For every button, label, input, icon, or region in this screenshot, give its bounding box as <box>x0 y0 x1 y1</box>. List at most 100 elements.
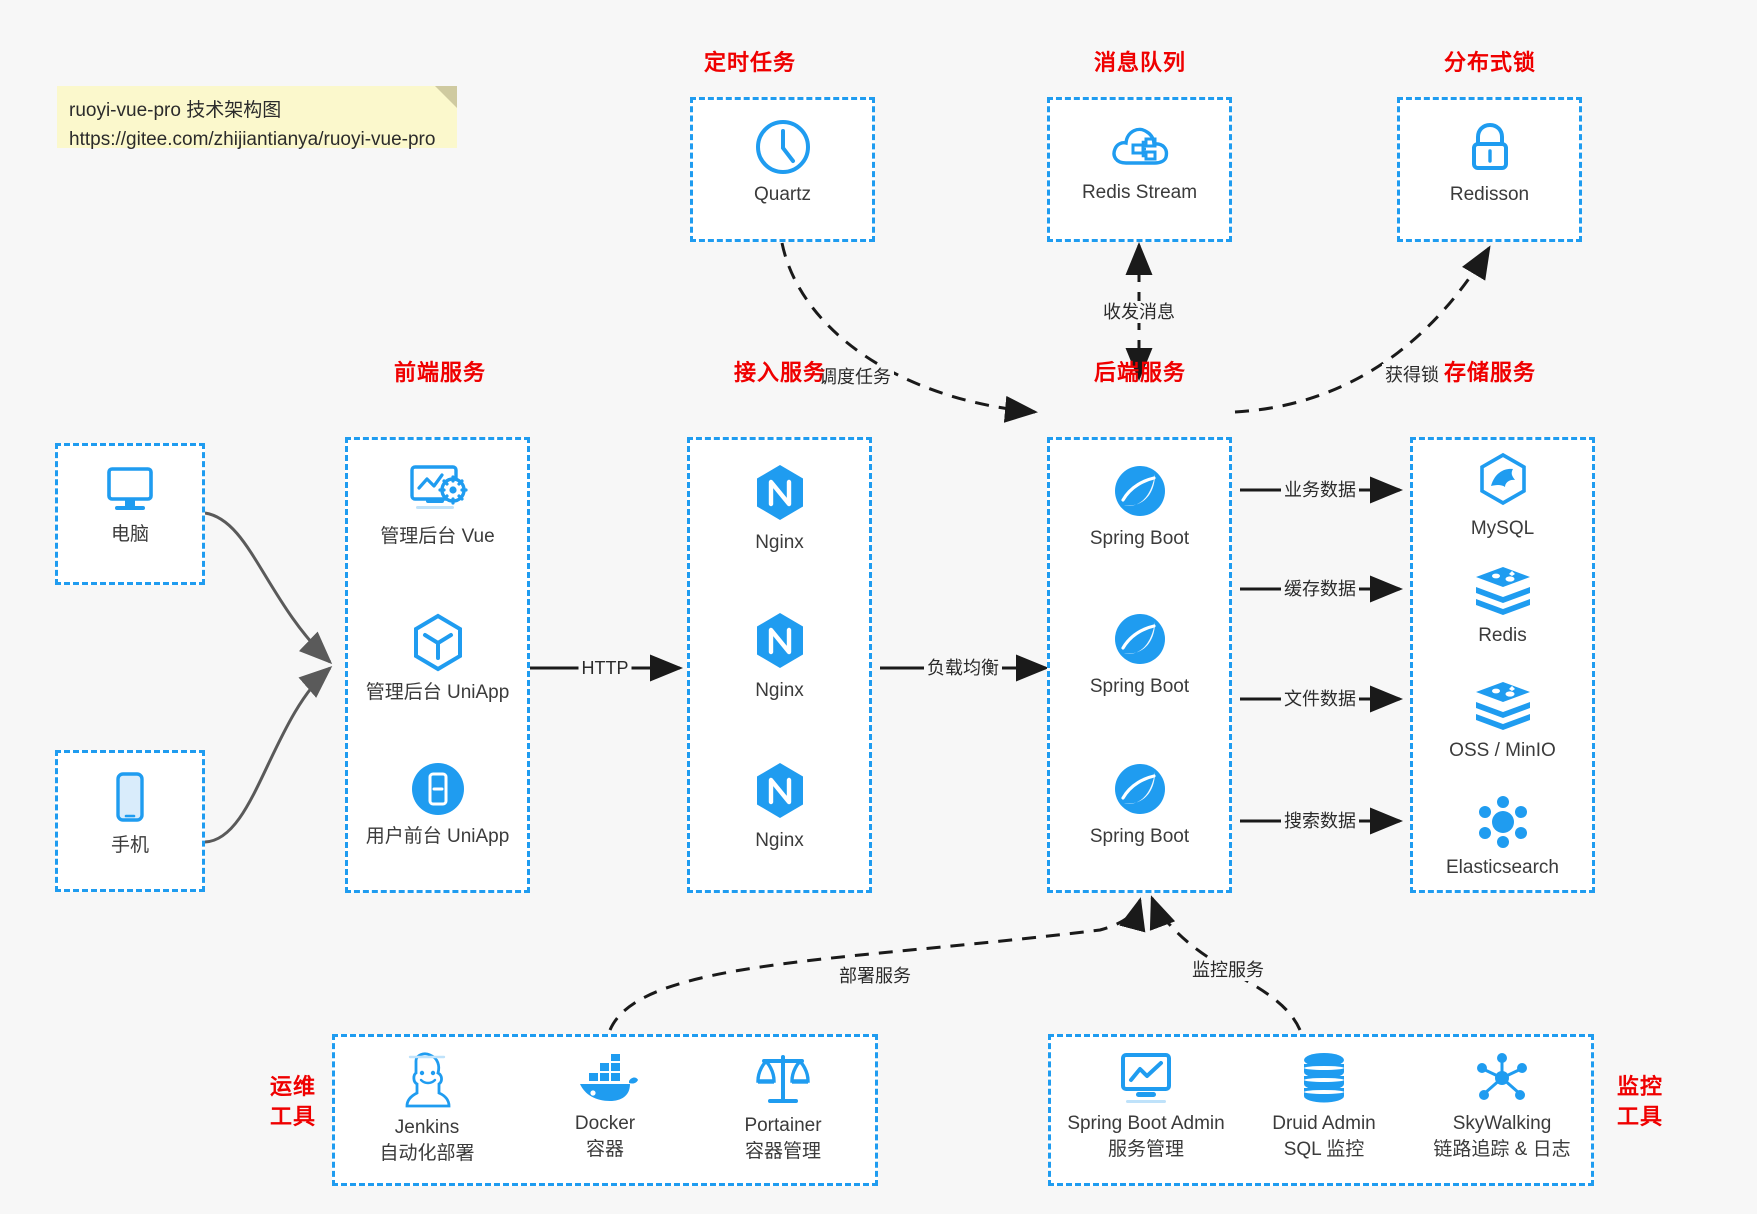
docker-icon <box>580 1054 638 1101</box>
node-jenkins[interactable]: Jenkins 自动化部署 <box>339 1051 515 1167</box>
dashboard-vue-icon <box>409 465 468 509</box>
group-label-frontend: 前端服务 <box>393 360 486 385</box>
node-label-main: Jenkins <box>394 1117 460 1138</box>
node-pc[interactable]: 电脑 <box>58 464 202 548</box>
node-nginx-2[interactable]: Nginx <box>690 610 869 704</box>
desktop-icon <box>107 467 153 510</box>
node-mobile[interactable]: 手机 <box>58 771 202 859</box>
group-storage: MySQL Redis OSS / MinIO <box>1410 437 1595 893</box>
node-label-main: Docker <box>574 1113 636 1134</box>
note-line-url: https://gitee.com/zhijiantianya/ruoyi-vu… <box>69 129 436 150</box>
node-admin-vue[interactable]: 管理后台 Vue <box>348 462 527 550</box>
skywalking-icon <box>1477 1053 1527 1100</box>
monitor-chart-icon <box>1121 1053 1171 1103</box>
node-quartz[interactable]: Quartz <box>693 118 872 208</box>
lock-icon <box>1471 122 1508 170</box>
node-label: Nginx <box>755 532 804 553</box>
group-label-monitor-line2: 工具 <box>1616 1104 1663 1129</box>
node-label: Nginx <box>755 830 804 851</box>
edge-label-file-data: 文件数据 <box>1281 688 1359 710</box>
note-line-title: ruoyi-vue-pro 技术架构图 <box>69 100 282 121</box>
node-portainer[interactable]: Portainer 容器管理 <box>695 1051 871 1165</box>
node-label: Nginx <box>755 680 804 701</box>
node-label: Quartz <box>753 184 812 205</box>
node-spring-boot-1[interactable]: Spring Boot <box>1050 462 1229 552</box>
node-label: SkyWalking 链路追踪 & 日志 <box>1433 1111 1570 1163</box>
nginx-icon <box>756 613 803 668</box>
node-label-main: SkyWalking <box>1452 1113 1552 1134</box>
node-label-main: Druid Admin <box>1272 1113 1376 1134</box>
jenkins-icon <box>405 1052 451 1108</box>
group-label-monitor-line1: 监控 <box>1616 1074 1663 1099</box>
nginx-icon <box>756 763 803 818</box>
group-mq: Redis Stream <box>1047 97 1232 242</box>
node-label: 电脑 <box>110 524 149 545</box>
node-spring-boot-admin[interactable]: Spring Boot Admin 服务管理 <box>1051 1051 1241 1163</box>
node-label-sub: 自动化部署 <box>379 1143 475 1164</box>
node-label: Spring Boot Admin 服务管理 <box>1067 1111 1224 1163</box>
node-oss-minio[interactable]: OSS / MinIO <box>1413 680 1592 764</box>
edge-label-deploy-service: 部署服务 <box>836 965 914 987</box>
group-label-monitor: 监控 工具 <box>1605 1072 1675 1132</box>
title-note: ruoyi-vue-pro 技术架构图 https://gitee.com/zh… <box>57 86 457 150</box>
edge-label-acquire-lock: 获得锁 <box>1382 364 1442 386</box>
clock-icon <box>755 120 810 174</box>
edge-label-cache-data: 缓存数据 <box>1281 578 1359 600</box>
edge-label-schedule-task: 调度任务 <box>816 366 894 388</box>
group-label-devops-line2: 工具 <box>269 1104 316 1129</box>
group-backend: Spring Boot Spring Boot Spring Boot <box>1047 437 1232 893</box>
spring-boot-icon <box>1114 466 1165 516</box>
group-label-backend: 后端服务 <box>1093 360 1186 385</box>
node-label: Redis <box>1478 625 1527 646</box>
phone-icon <box>116 772 144 822</box>
elasticsearch-icon <box>1478 796 1527 848</box>
node-redisson[interactable]: Redisson <box>1400 118 1579 208</box>
edge-label-http: HTTP <box>578 657 632 679</box>
node-admin-uniapp[interactable]: 管理后台 UniApp <box>348 612 527 706</box>
edge-label-search-data: 搜索数据 <box>1281 810 1359 832</box>
cloud-stream-icon <box>1111 127 1168 165</box>
nginx-icon <box>756 465 803 520</box>
node-spring-boot-2[interactable]: Spring Boot <box>1050 610 1229 700</box>
node-label-sub: 链路追踪 & 日志 <box>1433 1139 1571 1160</box>
edge-label-business-data: 业务数据 <box>1281 479 1359 501</box>
portainer-scale-icon <box>756 1055 810 1103</box>
edge-label-load-balance: 负载均衡 <box>924 657 1002 679</box>
group-scheduler: Quartz <box>690 97 875 242</box>
node-redis-stream[interactable]: Redis Stream <box>1050 118 1229 206</box>
node-label: MySQL <box>1470 518 1535 539</box>
group-devops: Jenkins 自动化部署 Docker 容器 <box>332 1034 878 1186</box>
edge-label-monitor-service: 监控服务 <box>1189 959 1267 981</box>
note-fold-corner <box>435 86 457 108</box>
redis-icon <box>1475 567 1530 615</box>
group-label-gateway: 接入服务 <box>733 360 826 385</box>
node-label: Spring Boot <box>1089 676 1190 697</box>
uniapp-cube-icon <box>413 613 462 672</box>
node-label: Docker 容器 <box>575 1111 635 1163</box>
node-spring-boot-3[interactable]: Spring Boot <box>1050 760 1229 850</box>
node-nginx-3[interactable]: Nginx <box>690 760 869 854</box>
node-label: Portainer 容器管理 <box>744 1113 821 1165</box>
database-stack-icon <box>1304 1053 1344 1103</box>
group-label-devops: 运维 工具 <box>258 1072 328 1132</box>
node-label: 管理后台 Vue <box>380 526 495 547</box>
node-druid-admin[interactable]: Druid Admin SQL 监控 <box>1241 1051 1407 1163</box>
group-label-scheduler: 定时任务 <box>703 50 796 75</box>
mysql-icon <box>1479 452 1526 506</box>
node-label: 管理后台 UniApp <box>365 682 510 703</box>
node-docker[interactable]: Docker 容器 <box>517 1051 693 1163</box>
node-mysql[interactable]: MySQL <box>1413 452 1592 542</box>
group-client-pc: 电脑 <box>55 443 205 585</box>
group-label-lock: 分布式锁 <box>1443 50 1536 75</box>
node-user-uniapp[interactable]: 用户前台 UniApp <box>348 760 527 850</box>
node-nginx-1[interactable]: Nginx <box>690 462 869 556</box>
group-label-storage: 存储服务 <box>1443 360 1536 385</box>
node-redis[interactable]: Redis <box>1413 565 1592 649</box>
group-lock: Redisson <box>1397 97 1582 242</box>
node-elasticsearch[interactable]: Elasticsearch <box>1413 795 1592 881</box>
spring-boot-icon <box>1114 764 1165 814</box>
node-label: Jenkins 自动化部署 <box>379 1115 474 1167</box>
node-skywalking[interactable]: SkyWalking 链路追踪 & 日志 <box>1407 1051 1597 1163</box>
node-label: Redis Stream <box>1081 182 1198 203</box>
